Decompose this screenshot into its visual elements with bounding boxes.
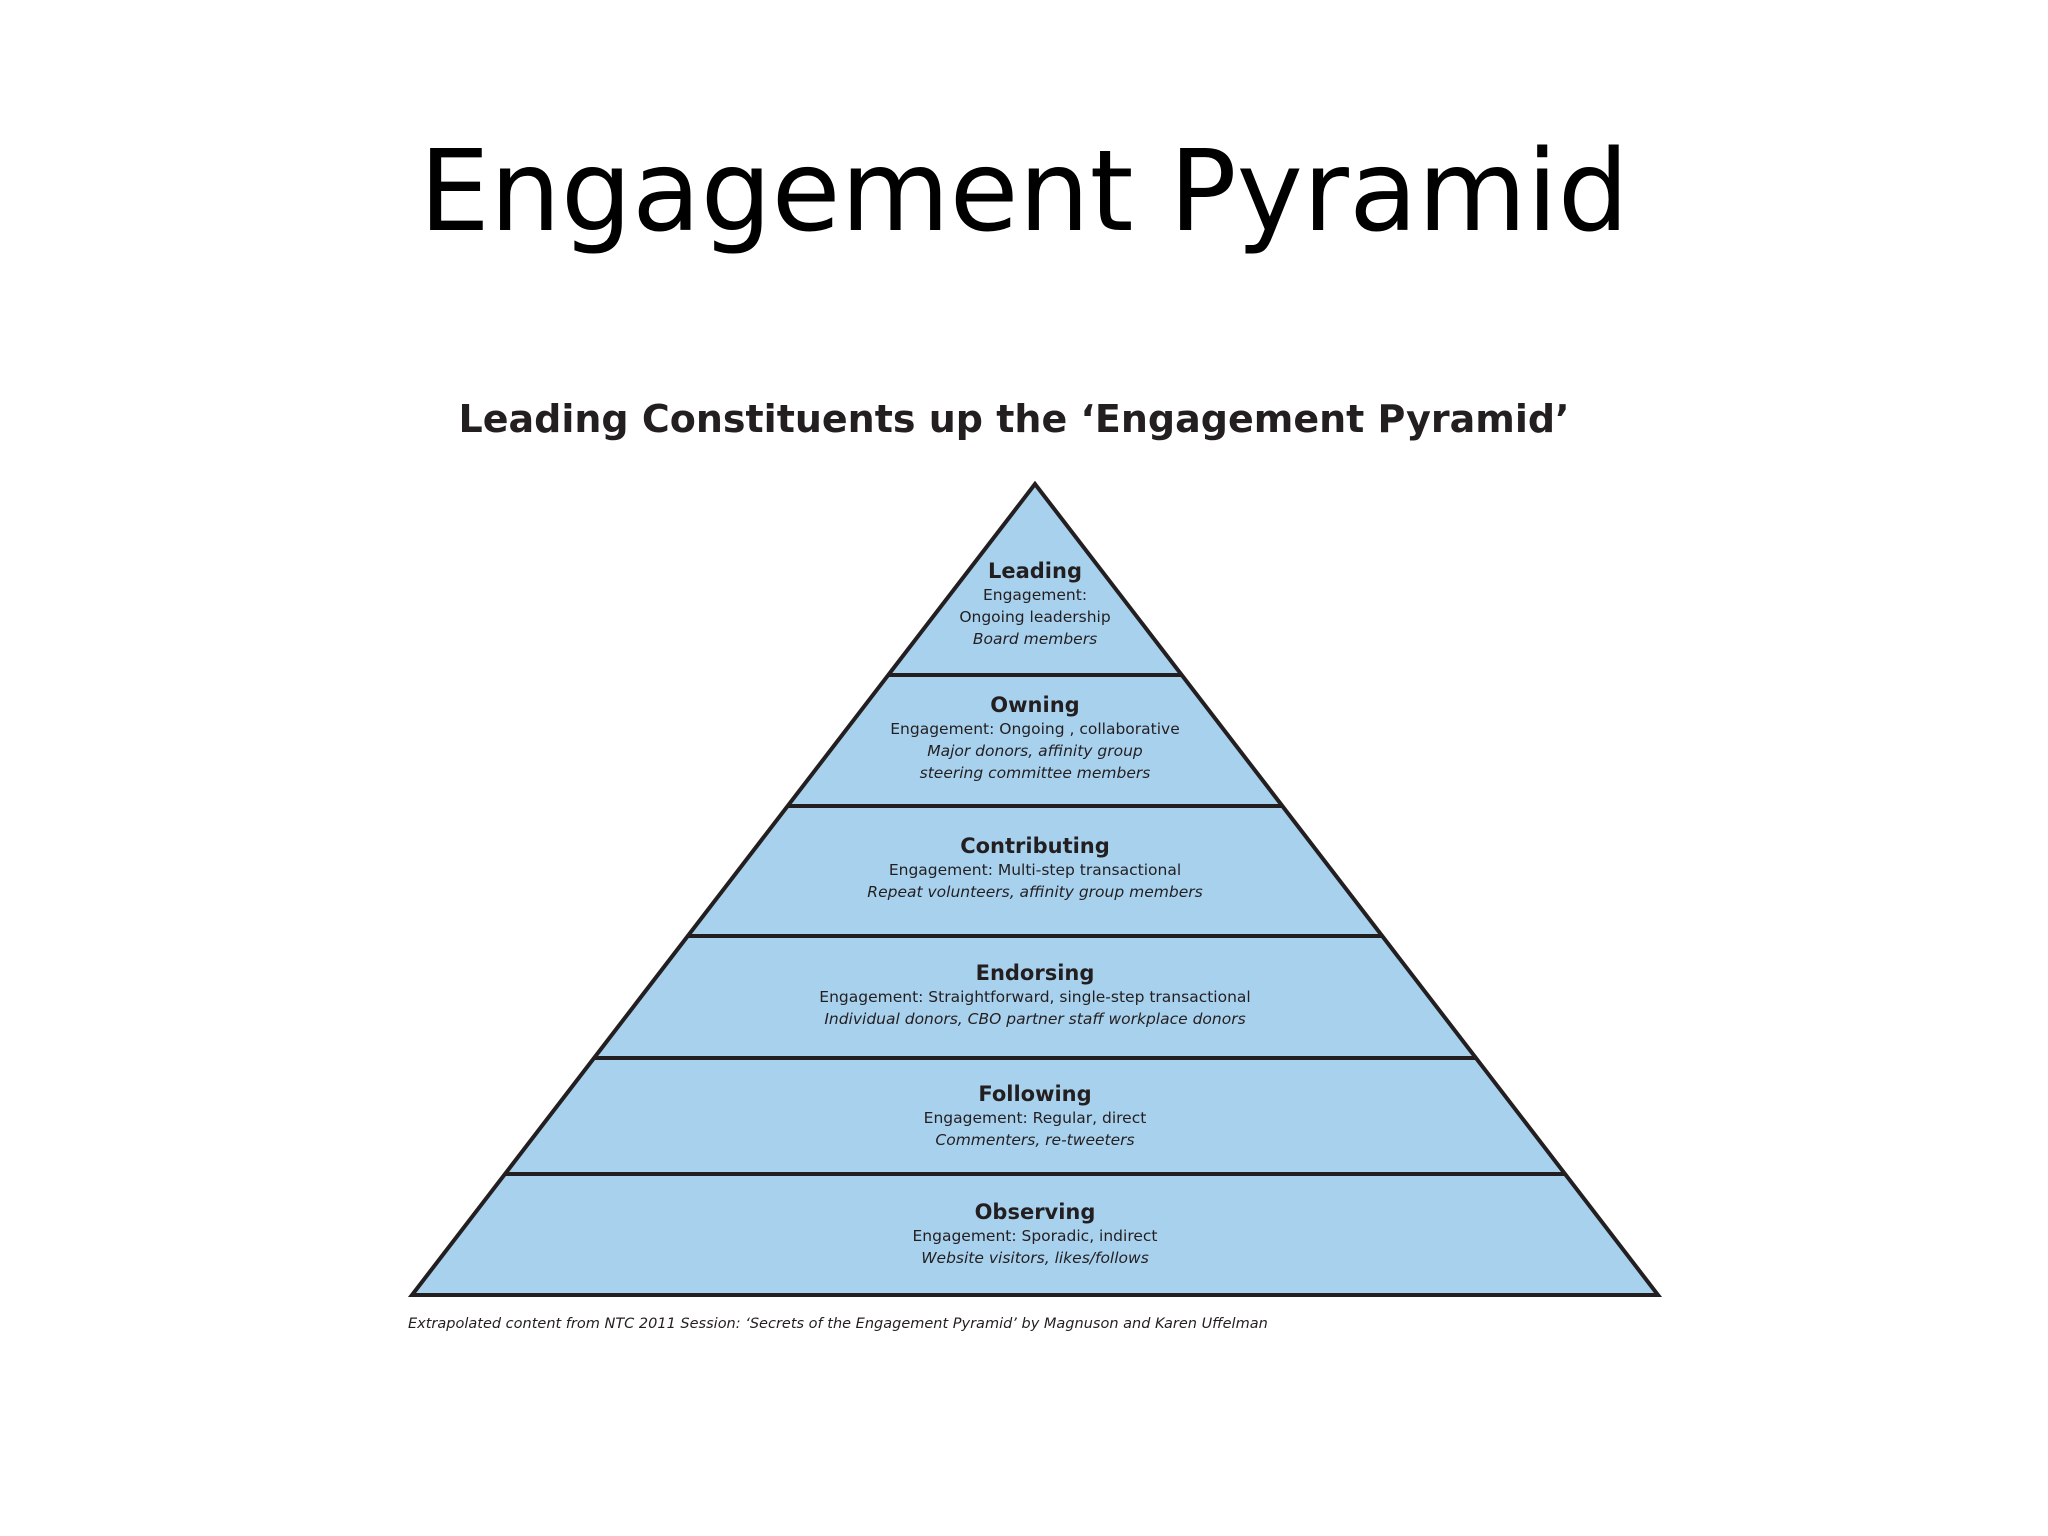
pyramid-tier-owning — [787, 675, 1283, 806]
tier-engagement-text: Engagement: — [983, 586, 1087, 604]
tier-engagement-text: Engagement: Regular, direct — [924, 1109, 1147, 1127]
tier-engagement-text: Engagement: Multi-step transactional — [889, 861, 1181, 879]
tier-audience-text: Commenters, re-tweeters — [935, 1131, 1134, 1149]
pyramid-tier-shapes — [412, 484, 1658, 1295]
tier-title-leading: Leading — [988, 559, 1082, 583]
tier-engagement-text: Engagement: Ongoing , collaborative — [890, 720, 1180, 738]
figure-footnote: Extrapolated content from NTC 2011 Sessi… — [408, 1316, 1268, 1332]
pyramid-tier-endorsing — [594, 936, 1476, 1058]
pyramid-tier-contributing — [687, 806, 1383, 936]
tier-audience-text: Repeat volunteers, affinity group member… — [867, 883, 1202, 901]
tier-title-following: Following — [978, 1082, 1091, 1106]
tier-title-observing: Observing — [975, 1200, 1096, 1224]
pyramid-tier-leading — [888, 484, 1182, 675]
pyramid-tier-following — [504, 1058, 1566, 1174]
tier-audience-text: Website visitors, likes/follows — [921, 1249, 1149, 1267]
tier-engagement-text: Engagement: Sporadic, indirect — [912, 1227, 1157, 1245]
slide-title: Engagement Pyramid — [419, 127, 1629, 257]
tier-title-endorsing: Endorsing — [976, 961, 1095, 985]
tier-engagement-text: Ongoing leadership — [959, 608, 1110, 626]
tier-engagement-text: Engagement: Straightforward, single-step… — [819, 988, 1250, 1006]
tier-audience-text: Board members — [973, 630, 1097, 648]
pyramid-tier-observing — [412, 1174, 1658, 1295]
figure-title: Leading Constituents up the ‘Engagement … — [458, 397, 1570, 441]
pyramid-outline — [407, 480, 1663, 1297]
tier-audience-text: Individual donors, CBO partner staff wor… — [824, 1010, 1245, 1028]
tier-audience-text: steering committee members — [920, 764, 1151, 782]
tier-title-owning: Owning — [990, 693, 1079, 717]
tier-title-contributing: Contributing — [960, 834, 1110, 858]
tier-audience-text: Major donors, affinity group — [927, 742, 1143, 760]
